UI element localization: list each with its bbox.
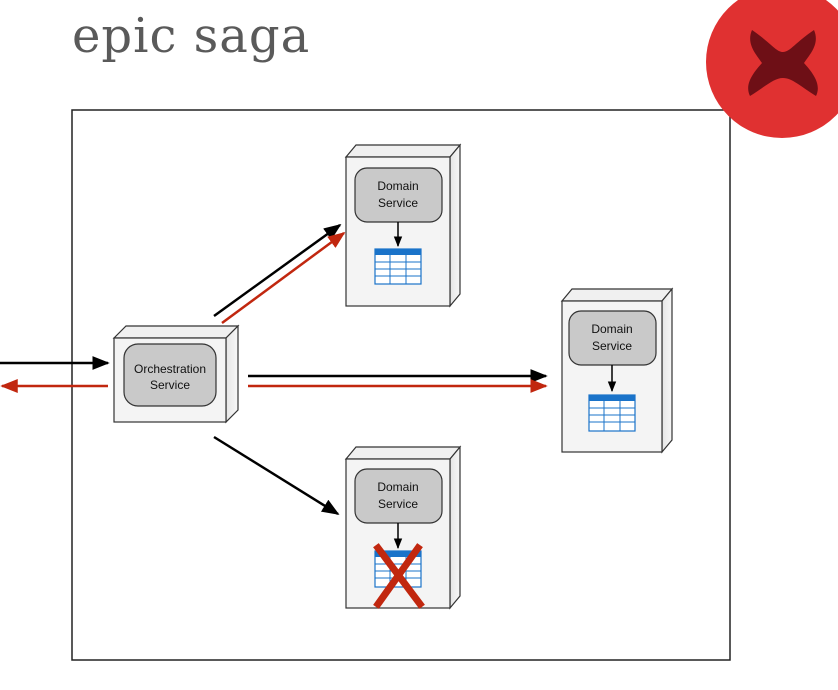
domain-service-node-top: Domain Service [344, 143, 462, 308]
failure-x-icon [373, 543, 425, 609]
domain-service-node-right: Domain Service [560, 287, 674, 454]
domain-bottom-label-line2: Service [378, 497, 418, 511]
domain-service-node-bottom: Domain Service [344, 445, 462, 610]
database-table-icon [374, 248, 422, 285]
domain-bottom-label-line1: Domain [377, 480, 418, 494]
orchestration-service-node: Orchestration Service [112, 324, 240, 424]
orchestrator-label-line1: Orchestration [134, 362, 206, 376]
request-arrow-top [213, 223, 342, 318]
domain-top-label-line2: Service [378, 196, 418, 210]
domain-right-label-line2: Service [592, 339, 632, 353]
database-table-icon [588, 394, 636, 432]
page-title: epic saga [72, 8, 311, 64]
red-x-badge-icon [706, 0, 838, 138]
domain-top-label-line1: Domain [377, 179, 418, 193]
request-arrow-bottom [213, 435, 340, 516]
orchestrator-label-line2: Service [150, 378, 190, 392]
response-arrow-top [221, 231, 346, 325]
domain-right-label-line1: Domain [591, 322, 632, 336]
